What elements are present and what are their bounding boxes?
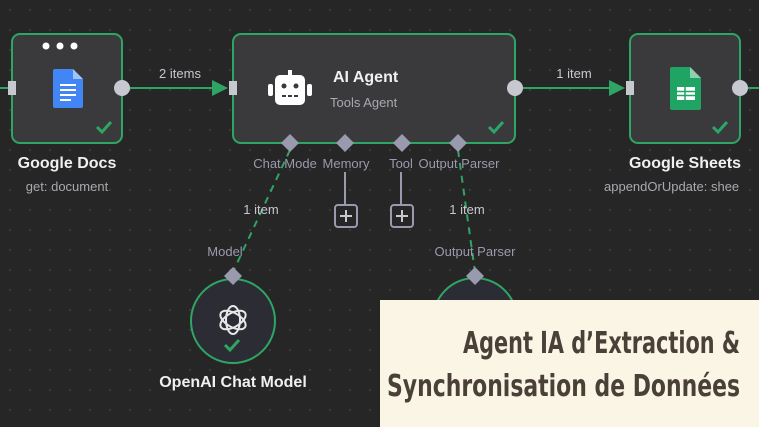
plus-icon — [340, 210, 352, 222]
port-memory[interactable] — [336, 134, 354, 152]
port-chat-model[interactable] — [281, 134, 299, 152]
port-label: Tool — [389, 156, 413, 171]
node-subtitle: get: document — [26, 179, 109, 194]
port-label: Chat Mode — [253, 156, 317, 171]
port-label: Model — [207, 244, 243, 259]
success-check-icon — [95, 120, 113, 135]
edge-label: 2 items — [159, 66, 201, 81]
node-title: Google Sheets — [629, 155, 741, 172]
edge-label: 1 item — [243, 202, 278, 217]
port-tool[interactable] — [393, 134, 411, 152]
robot-icon — [268, 70, 312, 105]
plus-icon — [396, 210, 408, 222]
node-google-sheets[interactable]: Google Sheets appendOrUpdate: shee — [604, 33, 748, 194]
node-title: OpenAI Chat Model — [159, 374, 307, 391]
overlay-title-line2: Synchronisation de Données — [387, 369, 740, 404]
success-check-icon — [487, 120, 505, 135]
overlay-title-line1: Agent IA d’Extraction & — [463, 326, 740, 361]
port-label: Output Parser — [419, 156, 501, 171]
output-port[interactable] — [732, 80, 748, 96]
output-port[interactable] — [466, 267, 484, 285]
node-title: Google Docs — [18, 155, 117, 172]
add-memory-button[interactable] — [334, 172, 358, 228]
edge-model-to-agent[interactable]: 1 item — [232, 149, 291, 273]
output-port[interactable] — [114, 80, 130, 96]
edge-label: 1 item — [449, 202, 484, 217]
google-sheets-icon — [670, 67, 701, 110]
add-tool-button[interactable] — [390, 172, 414, 228]
node-title: AI Agent — [333, 69, 399, 86]
port-label: Output Parser — [435, 244, 517, 259]
title-overlay: Agent IA d’Extraction & Synchronisation … — [380, 300, 759, 427]
edge-docs-to-agent[interactable]: 2 items — [0, 66, 228, 96]
port-output-parser[interactable] — [449, 134, 467, 152]
more-options-icon[interactable] — [42, 42, 78, 50]
edge-agent-to-sheets[interactable]: 1 item — [521, 66, 625, 96]
google-docs-icon — [53, 69, 83, 108]
openai-icon — [219, 305, 247, 335]
output-port[interactable] — [507, 80, 523, 96]
output-port[interactable] — [224, 267, 242, 285]
input-port[interactable] — [8, 81, 16, 95]
node-subtitle: Tools Agent — [330, 95, 398, 110]
node-google-docs[interactable]: Google Docs get: document — [8, 33, 130, 194]
success-check-icon — [711, 120, 729, 135]
edge-parser-to-agent[interactable]: 1 item — [449, 149, 485, 273]
node-openai-chat-model[interactable]: Model OpenAI Chat Model — [159, 244, 307, 391]
input-port[interactable] — [229, 81, 237, 95]
port-label: Memory — [323, 156, 370, 171]
success-check-icon — [223, 338, 241, 353]
node-ai-agent[interactable]: AI Agent Tools Agent Chat Mode Memory To… — [229, 33, 523, 171]
node-subtitle: appendOrUpdate: shee — [604, 179, 739, 194]
input-port[interactable] — [626, 81, 634, 95]
edge-label: 1 item — [556, 66, 591, 81]
